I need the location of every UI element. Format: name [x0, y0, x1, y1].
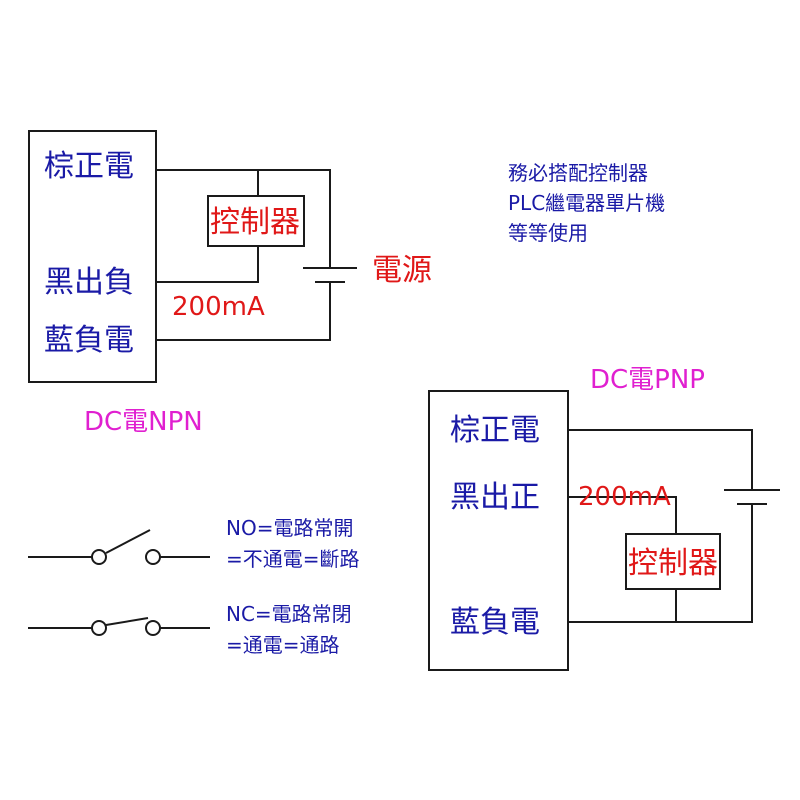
pnp-brown-label: 棕正電 [450, 413, 540, 448]
npn-controller-label: 控制器 [210, 205, 300, 240]
pnp-black-wire [568, 496, 677, 534]
pnp-blue-label: 藍負電 [450, 605, 540, 640]
pnp-diagram [428, 390, 780, 671]
pnp-sensor-box [428, 390, 569, 671]
note-line-2: PLC繼電器單片機 [508, 191, 665, 215]
npn-black-label: 黑出負 [44, 265, 134, 300]
npn-brown-wire [156, 169, 331, 268]
pnp-black-label: 黑出正 [450, 480, 540, 515]
npn-diagram [28, 130, 357, 383]
npn-controller-box [207, 195, 305, 247]
pnp-controller-box [625, 533, 721, 590]
pnp-blue-wire [568, 504, 753, 623]
pnp-current-label: 200mA [578, 482, 671, 512]
npn-brown-label: 棕正電 [44, 149, 134, 184]
npn-current-label: 200mA [172, 292, 265, 322]
pnp-caption: DC電PNP [590, 365, 705, 395]
no-legend-line-1: NO=電路常開 [226, 516, 353, 540]
no-switch-lever [105, 529, 151, 554]
nc-switch-lever [105, 617, 149, 626]
no-legend-line-2: =不通電=斷路 [226, 547, 360, 571]
no-switch-symbol [28, 529, 210, 565]
npn-blue-wire [156, 282, 331, 341]
note-line-1: 務必搭配控制器 [508, 161, 648, 185]
npn-power-label: 電源 [372, 253, 432, 288]
no-switch-right-contact [145, 549, 161, 565]
no-switch-left-contact [91, 549, 107, 565]
nc-switch-left-contact [91, 620, 107, 636]
nc-legend-line-1: NC=電路常閉 [226, 602, 352, 626]
pnp-brown-wire [568, 429, 753, 490]
nc-switch-symbol [28, 617, 210, 636]
npn-sensor-box [28, 130, 157, 383]
npn-blue-label: 藍負電 [44, 323, 134, 358]
npn-caption: DC電NPN [84, 407, 203, 437]
npn-black-wire [156, 246, 259, 283]
pnp-controller-label: 控制器 [628, 546, 718, 581]
note-line-3: 等等使用 [508, 221, 588, 245]
nc-legend-line-2: =通電=通路 [226, 633, 340, 657]
nc-switch-right-contact [145, 620, 161, 636]
